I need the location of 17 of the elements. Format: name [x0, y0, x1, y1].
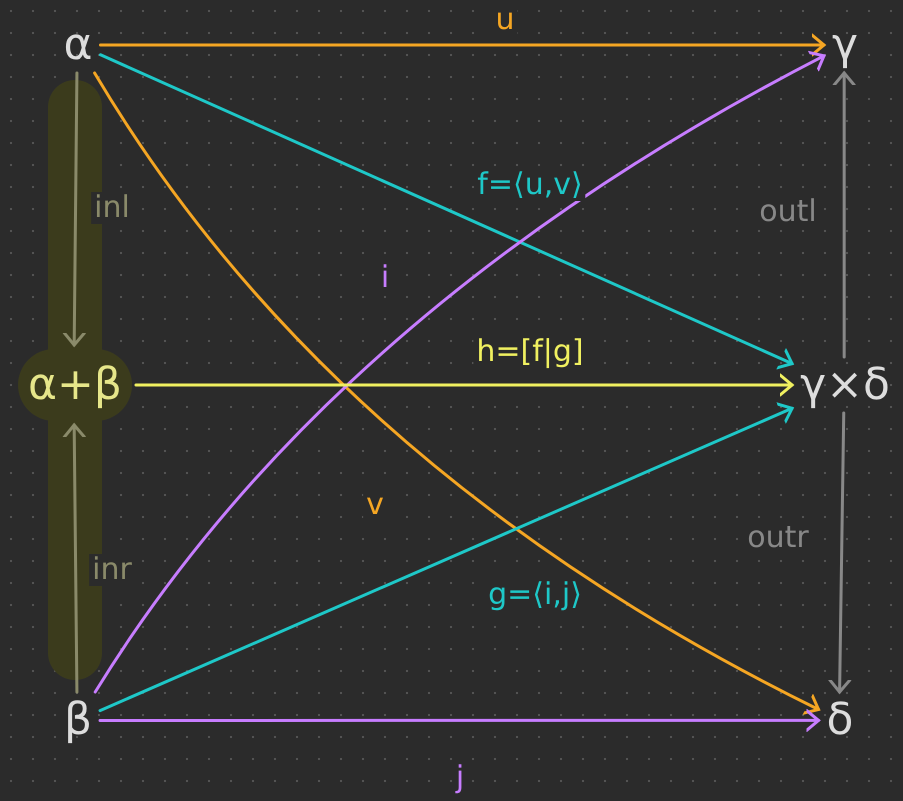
object-label: γ×δ	[796, 361, 894, 409]
arrow	[134, 374, 794, 396]
arrow	[62, 72, 86, 346]
highlighted-node: α+β	[18, 349, 132, 421]
arrow	[98, 402, 794, 712]
object-label: γ	[828, 21, 862, 69]
object-label: α	[60, 21, 96, 69]
object-label: δ	[822, 696, 858, 744]
object-label: β	[60, 696, 96, 744]
edge-label: h=[f|g]	[473, 336, 587, 368]
arrow	[828, 412, 852, 694]
arrow	[98, 708, 820, 732]
arrow	[99, 53, 794, 370]
arrow	[99, 34, 826, 56]
arrow	[62, 424, 86, 694]
arrow	[832, 72, 856, 358]
edge-label: inr	[89, 554, 135, 586]
